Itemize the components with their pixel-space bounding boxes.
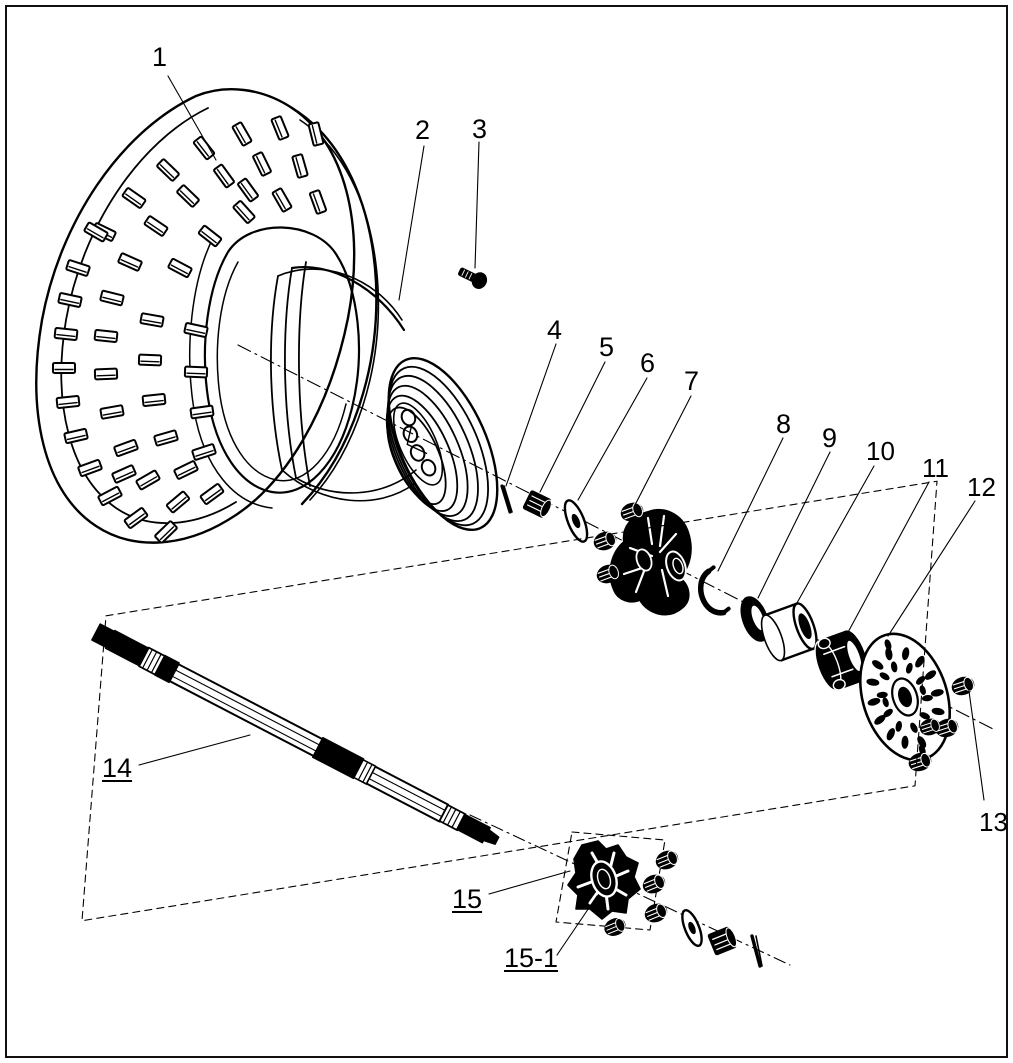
- steering-knuckle-part: [609, 509, 692, 616]
- bearing-spacer-part: [760, 602, 818, 662]
- flat-washer-part: [563, 499, 589, 543]
- callout-6: 6: [640, 348, 656, 378]
- callout-3: 3: [472, 114, 488, 144]
- callout-8: 8: [776, 409, 792, 439]
- wheel-rim-part: [270, 261, 499, 532]
- callout-14: 14: [102, 753, 133, 783]
- brake-disc-part: [858, 632, 952, 762]
- hub-group-boundary: [555, 831, 666, 931]
- callout-5: 5: [599, 332, 615, 362]
- callout-9: 9: [822, 423, 838, 453]
- callout-2: 2: [415, 115, 431, 145]
- callout-4: 4: [547, 315, 563, 345]
- castle-nut-part: [522, 490, 552, 518]
- callout-7: 7: [684, 366, 700, 396]
- callout-11: 11: [922, 453, 949, 483]
- callout-15-1: 15-1: [504, 943, 559, 973]
- rear-hub-assembly-part: [567, 840, 681, 939]
- cotter-pin-part: [500, 484, 513, 514]
- callout-13: 13: [979, 807, 1008, 837]
- callout-10: 10: [866, 436, 895, 466]
- snap-ring-part: [697, 565, 731, 616]
- callout-1: 1: [152, 42, 168, 72]
- axle-shaft-part: [91, 623, 500, 845]
- axle-group-boundary: [81, 480, 938, 922]
- callout-leader-lines: [138, 75, 985, 956]
- valve-stem-part: [458, 267, 488, 289]
- lower-washer-part: [681, 908, 703, 948]
- callout-15: 15: [452, 884, 483, 914]
- lower-cotter-pin-part: [750, 934, 763, 968]
- callout-12: 12: [967, 472, 996, 502]
- lower-castle-nut-part: [707, 926, 738, 956]
